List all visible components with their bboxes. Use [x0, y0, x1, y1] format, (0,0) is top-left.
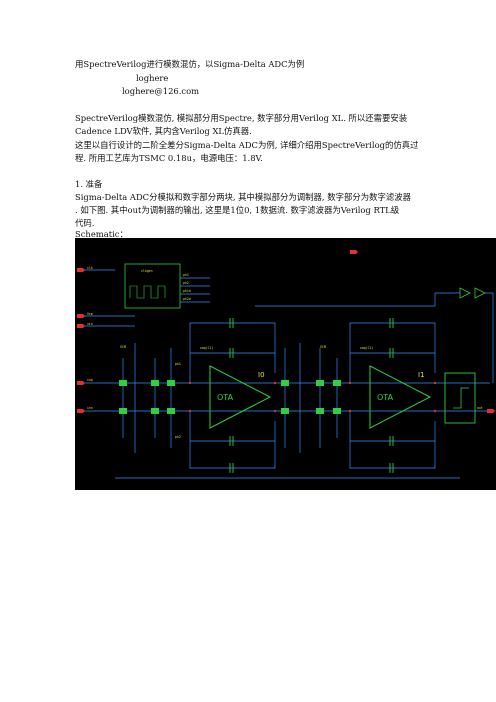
pin-vin: vin [87, 322, 93, 326]
doc-title: 用SpectreVerilog进行模数混仿，以Sigma-Delta ADC为例 [75, 59, 305, 69]
clkgen-ph1d: ph1d [183, 289, 191, 293]
clock-waveform-icon [129, 285, 166, 299]
author-email[interactable]: loghere@126.com [122, 86, 200, 96]
capacitors [229, 318, 394, 473]
schematic-pins [77, 250, 495, 413]
para1-line1: SpectreVerilog模数混仿, 模拟部分用Spectre, 数字部分用V… [75, 113, 408, 123]
ota2-amplifier [369, 365, 432, 429]
vcm-label-left: VCM [120, 345, 126, 349]
clkgen-label: clkgen [141, 269, 153, 273]
inverter-1 [459, 287, 471, 299]
junction-dots [188, 381, 437, 413]
author-name: loghere [136, 73, 169, 83]
pin-inp: inp [87, 378, 93, 382]
switches [119, 380, 341, 414]
clkgen-ph2: ph2 [183, 281, 189, 285]
ota2-ref: I1 [418, 371, 425, 379]
schematic-canvas: clkgen ph1 ph2 ph1d ph2d clk Vcm vin inp… [77, 250, 495, 479]
ota1-label: OTA [217, 393, 234, 402]
para1-line2: Cadence LDV软件, 其内含Verilog XL仿真器. [75, 126, 252, 136]
schematic-image: clkgen ph1 ph2 ph1d ph2d clk Vcm vin inp… [75, 238, 496, 490]
comparator-step-icon [453, 387, 469, 409]
switch-ph2-label: ph2 [175, 435, 181, 439]
clkgen-ph2d: ph2d [183, 297, 191, 301]
comparator-block [444, 372, 476, 424]
schematic-caption: Schematic： [75, 229, 128, 239]
pin-vcm: Vcm [87, 312, 93, 316]
para3-line1: Sigma-Delta ADC分模拟和数字部分两块, 其中模拟部分为调制器, 数… [75, 192, 411, 202]
pin-out: out [477, 406, 483, 410]
ota1-amplifier [209, 365, 272, 429]
para3-line2: . 如下图. 其中out为调制器的输出, 这里是1位0, 1数据流. 数字滤波器… [75, 205, 400, 215]
switch-ph1-label: ph1 [175, 362, 181, 366]
inverter-2 [474, 287, 486, 299]
section-heading: 1. 准备 [75, 179, 103, 189]
ota2-label: OTA [377, 393, 394, 402]
clkgen-block [124, 263, 181, 309]
para2-line2: 程. 所用工艺库为TSMC 0.18u，电源电压：1.8V. [75, 153, 263, 163]
para2-line1: 这里以自行设计的二阶全差分Sigma-Delta ADC为例, 详细介绍用Spe… [75, 140, 419, 150]
pin-inn: inn [87, 406, 93, 410]
clkgen-ph1: ph1 [183, 273, 189, 277]
cap-label-c2: cap(C2) [360, 346, 374, 350]
pin-clk: clk [87, 266, 93, 270]
vcm-label-right: VCM [320, 345, 326, 349]
para3-line3: 代码. [75, 218, 95, 228]
ota1-ref: I0 [258, 371, 265, 379]
schematic-wires [81, 269, 494, 479]
cap-label-c1: cap(C1) [200, 346, 214, 350]
